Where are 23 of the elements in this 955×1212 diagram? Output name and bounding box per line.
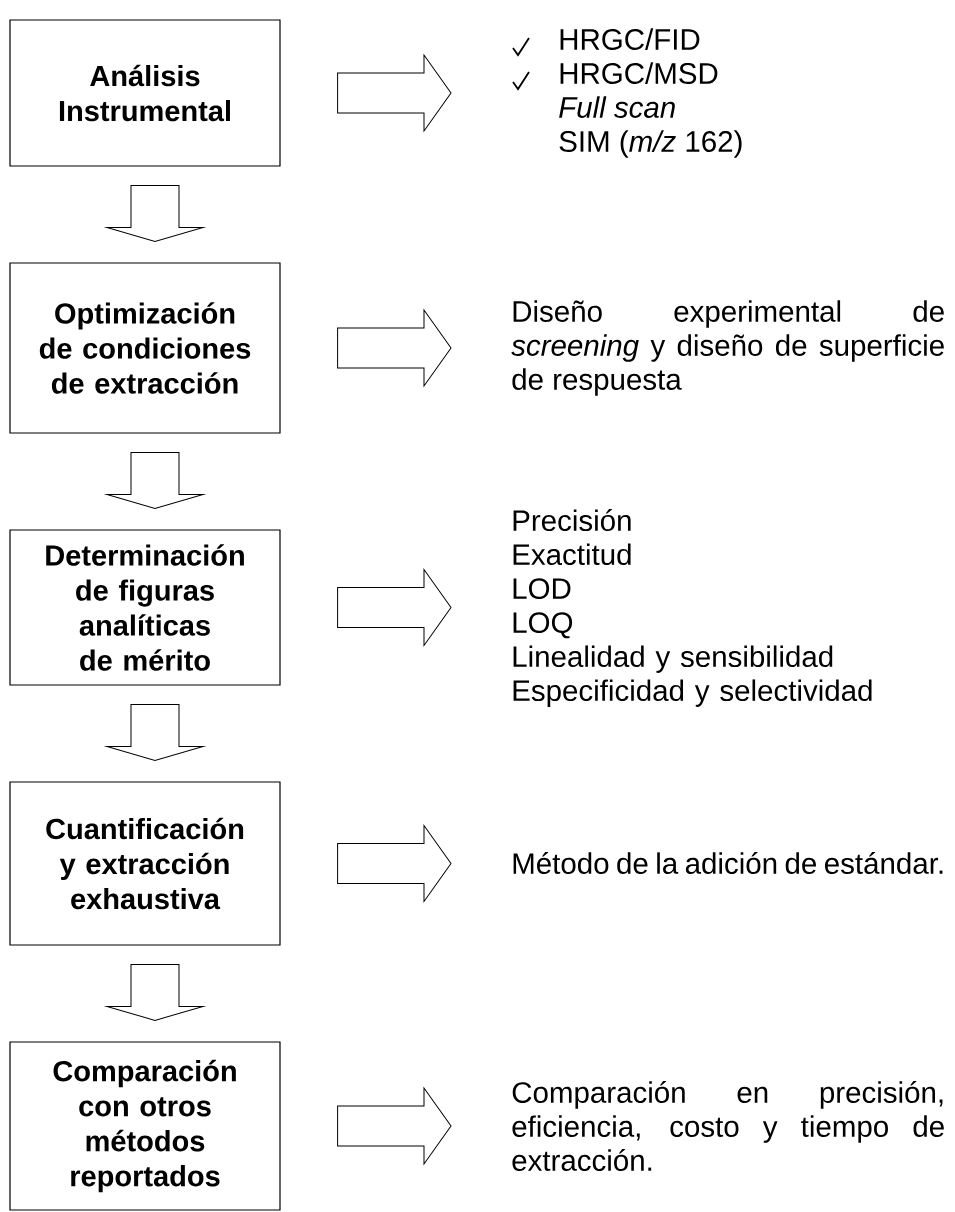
- description-text: Método de la adición de estándar.: [513, 852, 943, 874]
- process-box: Determinación de figuras analíticas de mérito: [9, 529, 281, 686]
- block-arrow: [337, 825, 452, 902]
- block-arrow: [106, 185, 204, 242]
- description-text: Diseño experimental de screening y diseño de superficie de respuesta: [511, 300, 944, 396]
- block-arrow: [106, 964, 204, 1021]
- block-arrow: [337, 54, 452, 132]
- process-box: Comparación con otros métodos reportados: [9, 1041, 281, 1211]
- node-label: SIM (m/z 162): [559, 130, 742, 158]
- block-arrow: [337, 569, 452, 646]
- description-text: Precisión Exactitud LOD LOQ Linealidad y sensibilidad Especificidad y selectividad: [513, 509, 872, 707]
- process-box: Cuantificación y extracción exhaustiva: [9, 781, 281, 946]
- block-arrow: [337, 309, 452, 387]
- process-box: Análisis Instrumental: [9, 19, 281, 167]
- node-label: HRGC/FID: [560, 28, 700, 50]
- block-arrow: [106, 704, 204, 761]
- node-label: Full scan: [559, 96, 675, 118]
- description-text: Comparación en precisión, eficiencia, costo y tiempo de extracción.: [512, 1081, 944, 1171]
- description-text: HRGC/FID HRGC/MSD Full scan SIM (m/z 162): [559, 28, 742, 158]
- block-arrow: [106, 452, 204, 509]
- block-arrow: [337, 1087, 452, 1165]
- node-label: HRGC/MSD: [560, 62, 718, 84]
- process-box: Optimización de condiciones de extracción: [9, 262, 281, 434]
